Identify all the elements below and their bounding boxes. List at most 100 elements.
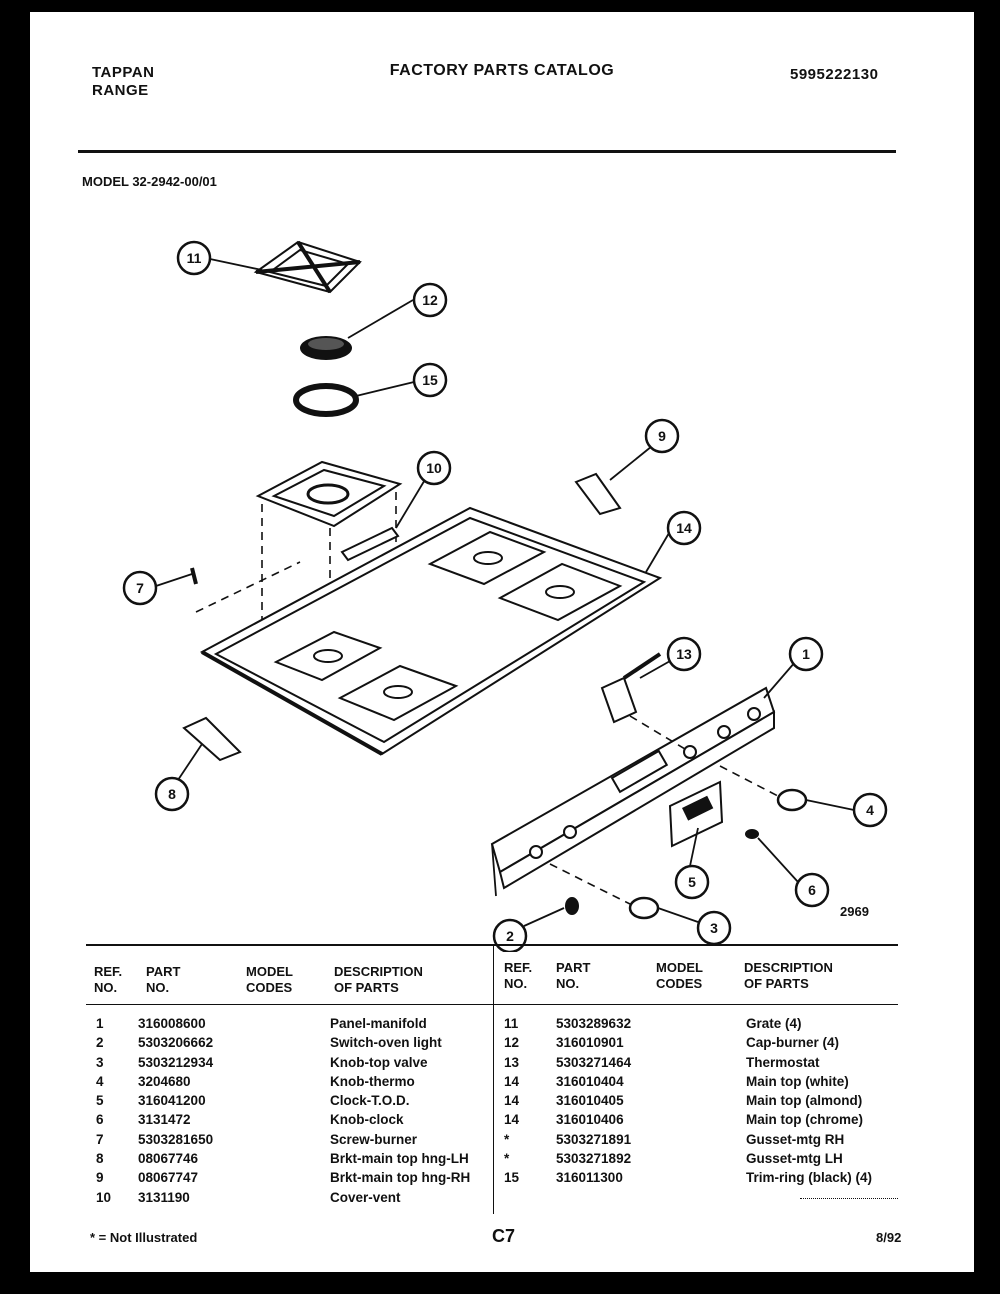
table-cell: 14 <box>504 1112 520 1128</box>
header-part-line1: PART <box>146 964 181 979</box>
exploded-diagram: 1 2 3 4 5 6 7 8 9 10 11 12 13 14 15 <box>30 192 974 954</box>
switch-part <box>565 897 579 915</box>
brand: TAPPAN RANGE <box>92 64 154 100</box>
callout-12: 12 <box>412 282 448 318</box>
right-ref-column: 11 12 13 14 14 14 * * 15 <box>504 1014 519 1188</box>
page-title: FACTORY PARTS CATALOG <box>389 62 615 79</box>
right-desc-column: Grate (4) Cap-burner (4) Thermostat Main… <box>746 1014 872 1188</box>
table-cell: Knob-thermo <box>330 1073 415 1089</box>
table-cell: Brkt-main top hng-LH <box>330 1151 469 1167</box>
table-cell: 316010406 <box>556 1112 624 1128</box>
catalog-page: TAPPAN RANGE FACTORY PARTS CATALOG 59952… <box>30 12 974 1272</box>
callout-10: 10 <box>416 450 452 486</box>
table-cell: 316010901 <box>556 1035 624 1051</box>
left-desc-column: Panel-manifold Switch-oven light Knob-to… <box>330 1014 470 1207</box>
table-cell: 9 <box>96 1170 104 1186</box>
header-part-line2: NO. <box>146 980 170 995</box>
callout-7: 7 <box>122 570 158 606</box>
clock-part <box>668 780 724 848</box>
callout-8-label: 8 <box>168 786 176 802</box>
callout-12-label: 12 <box>422 292 438 308</box>
callout-14-label: 14 <box>676 520 692 536</box>
callout-5-label: 5 <box>688 874 696 890</box>
table-cell: Trim-ring (black) (4) <box>746 1170 873 1186</box>
table-cell: Cap-burner (4) <box>746 1035 840 1051</box>
table-cell: 316011300 <box>556 1170 623 1186</box>
table-cell: 3131472 <box>138 1112 191 1128</box>
table-cell: Main top (white) <box>746 1073 849 1089</box>
table-cell: 14 <box>504 1073 520 1089</box>
bracket-rh-part <box>574 472 622 516</box>
header-desc-line1: DESCRIPTION <box>744 960 833 975</box>
table-cell: * <box>504 1151 510 1167</box>
bracket-lh-part <box>182 716 242 762</box>
table-top-rule <box>86 944 898 946</box>
table-cell: Thermostat <box>746 1054 820 1070</box>
table-cell: Grate (4) <box>746 1016 802 1031</box>
table-cell: 14 <box>504 1093 520 1109</box>
brand-line-1: TAPPAN <box>92 64 155 81</box>
table-cell: 5303271891 <box>556 1131 632 1147</box>
callout-15: 15 <box>412 362 448 398</box>
catalog-number: 5995222130 <box>790 66 879 83</box>
table-cell: 15 <box>504 1170 520 1186</box>
table-cell: Clock-T.O.D. <box>330 1093 410 1109</box>
header-desc-right: DESCRIPTION OF PARTS <box>744 960 833 992</box>
thermostat-part <box>600 652 691 753</box>
header-codes-line1: MODEL <box>246 964 293 979</box>
header-ref-line2: NO. <box>504 976 528 991</box>
table-cell: 2 <box>96 1035 104 1051</box>
callout-11-label: 11 <box>187 250 202 266</box>
header-codes-line1: MODEL <box>656 960 703 975</box>
page-number: C7 <box>492 1226 516 1246</box>
header-codes-line2: CODES <box>246 980 293 995</box>
main-top-part <box>199 506 663 756</box>
table-cell: Switch-oven light <box>330 1035 442 1051</box>
callout-5: 5 <box>674 864 710 900</box>
header-ref-left: REF. NO. <box>94 964 122 996</box>
callout-10-label: 10 <box>426 460 442 476</box>
table-cell: 316008600 <box>138 1016 206 1031</box>
panel-manifold-part <box>490 686 776 897</box>
table-cell: 5303206662 <box>138 1035 214 1051</box>
left-ref-column: 1 2 3 4 5 6 7 8 9 10 <box>96 1014 111 1207</box>
table-cell: 316010405 <box>556 1093 624 1109</box>
cover-vent-part <box>340 526 400 562</box>
table-cell: Cover-vent <box>330 1189 401 1205</box>
header-rule <box>78 150 896 153</box>
table-cell: 5303289632 <box>556 1016 632 1031</box>
table-cell: Panel-manifold <box>330 1016 427 1031</box>
header-codes-line2: CODES <box>656 976 703 991</box>
header-ref-right: REF. NO. <box>504 960 532 992</box>
revision-date: 8/92 <box>876 1230 902 1245</box>
knob-thermo-part <box>719 765 808 812</box>
header-codes-left: MODEL CODES <box>246 964 293 996</box>
table-cell: Knob-clock <box>330 1112 404 1128</box>
table-cell: 10 <box>96 1189 112 1205</box>
callout-4-label: 4 <box>866 802 874 818</box>
table-cell: 8 <box>96 1151 104 1167</box>
burner-cap-part <box>300 336 352 360</box>
table-cell: 08067747 <box>138 1170 199 1186</box>
table-cell: Main top (chrome) <box>746 1112 863 1128</box>
callout-9-label: 9 <box>658 428 666 444</box>
table-cell: 13 <box>504 1054 520 1070</box>
header-desc-left: DESCRIPTION OF PARTS <box>334 964 423 996</box>
table-cell: 4 <box>96 1073 104 1089</box>
table-bottom-rule <box>800 1198 898 1199</box>
table-cell: 5 <box>96 1093 104 1109</box>
trim-ring-part <box>293 383 359 417</box>
table-cell: 6 <box>96 1112 104 1128</box>
table-cell: 5303212934 <box>138 1054 214 1070</box>
knob-clock-part <box>745 829 759 839</box>
callout-1: 1 <box>788 636 824 672</box>
table-cell: 7 <box>96 1131 104 1147</box>
callout-15-label: 15 <box>422 372 438 388</box>
callout-2-label: 2 <box>506 928 514 944</box>
header-codes-right: MODEL CODES <box>656 960 703 992</box>
header-desc-line2: OF PARTS <box>334 980 399 995</box>
table-cell: Gusset-mtg LH <box>746 1151 843 1167</box>
table-cell: 11 <box>504 1016 519 1031</box>
header-part-line1: PART <box>556 960 591 975</box>
table-cell: Main top (almond) <box>746 1093 863 1109</box>
